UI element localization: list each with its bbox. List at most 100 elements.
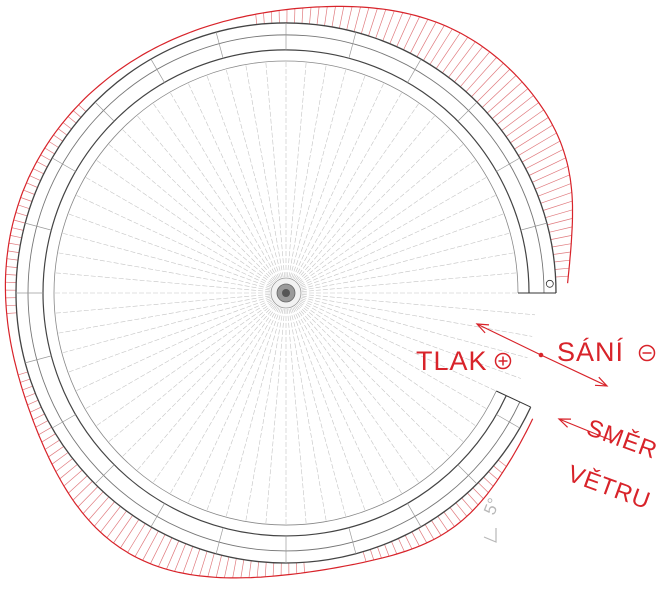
radial-line	[288, 64, 327, 278]
radial-line	[300, 194, 497, 287]
radial-line	[169, 306, 279, 495]
radial-line	[301, 252, 515, 291]
pressure-hatching	[5, 6, 573, 578]
segment-tick	[215, 527, 224, 554]
radial-line	[301, 296, 528, 358]
radial-line	[289, 308, 347, 518]
segment-tick	[150, 59, 165, 83]
radial-line	[57, 295, 271, 334]
radial-line	[300, 213, 505, 288]
radial-line	[291, 74, 366, 279]
radial-line	[293, 306, 403, 495]
segment-tick	[407, 503, 422, 527]
radial-line	[245, 308, 284, 522]
radial-line	[299, 300, 488, 410]
radial-line	[95, 159, 274, 285]
pressure-label: TLAK	[416, 346, 488, 376]
radial-line	[121, 128, 275, 282]
wind-action-point	[538, 352, 544, 358]
radial-line	[187, 307, 280, 504]
radial-line	[298, 159, 477, 285]
radial-grid-lines	[54, 61, 536, 525]
opening-edge	[496, 390, 531, 408]
radial-line	[75, 299, 272, 392]
radial-line	[300, 298, 522, 379]
radial-line	[293, 91, 403, 280]
radial-line	[206, 74, 281, 279]
radial-line	[67, 213, 272, 288]
radial-line	[136, 115, 276, 281]
radial-line	[152, 305, 278, 484]
radial-line	[136, 305, 276, 471]
radial-line	[300, 299, 513, 399]
segment-tick	[496, 157, 520, 172]
segment-tick	[407, 59, 422, 83]
pressure-outline	[4, 5, 574, 579]
center-hub	[270, 277, 302, 309]
radial-line	[75, 194, 272, 287]
segment-tick	[52, 414, 76, 429]
radial-line	[265, 308, 285, 525]
radial-line	[289, 68, 347, 278]
structure-ring	[27, 34, 545, 552]
radial-line	[292, 307, 385, 504]
segment-tick	[150, 503, 165, 527]
radial-line	[287, 61, 307, 278]
wind-direction-arrow-head	[557, 418, 572, 428]
segment-tick	[94, 101, 115, 122]
radial-line	[287, 308, 307, 525]
segment-tick	[52, 157, 76, 172]
radial-line	[298, 143, 464, 283]
wind-pressure-envelope	[4, 5, 574, 579]
segment-tick	[520, 222, 547, 231]
minus-circle-icon	[638, 344, 656, 362]
segment-tick	[457, 464, 478, 485]
radial-line	[57, 252, 271, 291]
radial-line	[292, 82, 385, 279]
radial-line	[298, 303, 464, 443]
radial-line	[187, 82, 280, 279]
radial-line	[288, 308, 327, 522]
radial-line	[95, 301, 274, 427]
opening-pin	[545, 279, 554, 288]
structure-ring	[42, 49, 530, 537]
radial-line	[84, 176, 273, 286]
structure-rings	[15, 22, 557, 564]
segment-tick	[94, 464, 115, 485]
radial-line	[301, 272, 518, 292]
radial-line	[294, 102, 420, 281]
radial-line	[108, 303, 274, 443]
segment-tick	[25, 222, 52, 231]
radial-line	[297, 304, 451, 458]
radial-line	[299, 176, 488, 286]
segment-tick	[496, 414, 520, 429]
radial-line	[61, 296, 271, 354]
structure-ring	[15, 22, 557, 564]
segment-tick	[215, 32, 224, 59]
wind-arrows	[475, 323, 614, 442]
segment-tick	[348, 32, 357, 59]
radial-line	[245, 64, 284, 278]
radial-line	[294, 305, 420, 484]
segment-tick	[25, 355, 52, 364]
radial-line	[225, 68, 283, 278]
wind-direction-arrow	[558, 418, 614, 442]
radial-line	[61, 232, 271, 290]
radial-line	[296, 115, 436, 281]
radial-line	[108, 143, 274, 283]
radial-line	[291, 307, 366, 512]
plus-circle-icon	[494, 352, 512, 370]
angle-step-label: 5°	[480, 495, 504, 517]
radial-line	[298, 301, 477, 427]
radial-line	[301, 295, 533, 337]
radial-line	[206, 307, 281, 512]
pressure-arrow	[476, 323, 542, 356]
suction-arrow	[540, 354, 608, 387]
wind-direction-label-line1: SMĚR	[583, 414, 657, 464]
radial-line	[152, 102, 278, 281]
hub-center	[282, 289, 290, 297]
radial-line	[121, 304, 275, 458]
structure-ring	[53, 60, 519, 526]
angle-marker: 5°	[480, 495, 504, 543]
